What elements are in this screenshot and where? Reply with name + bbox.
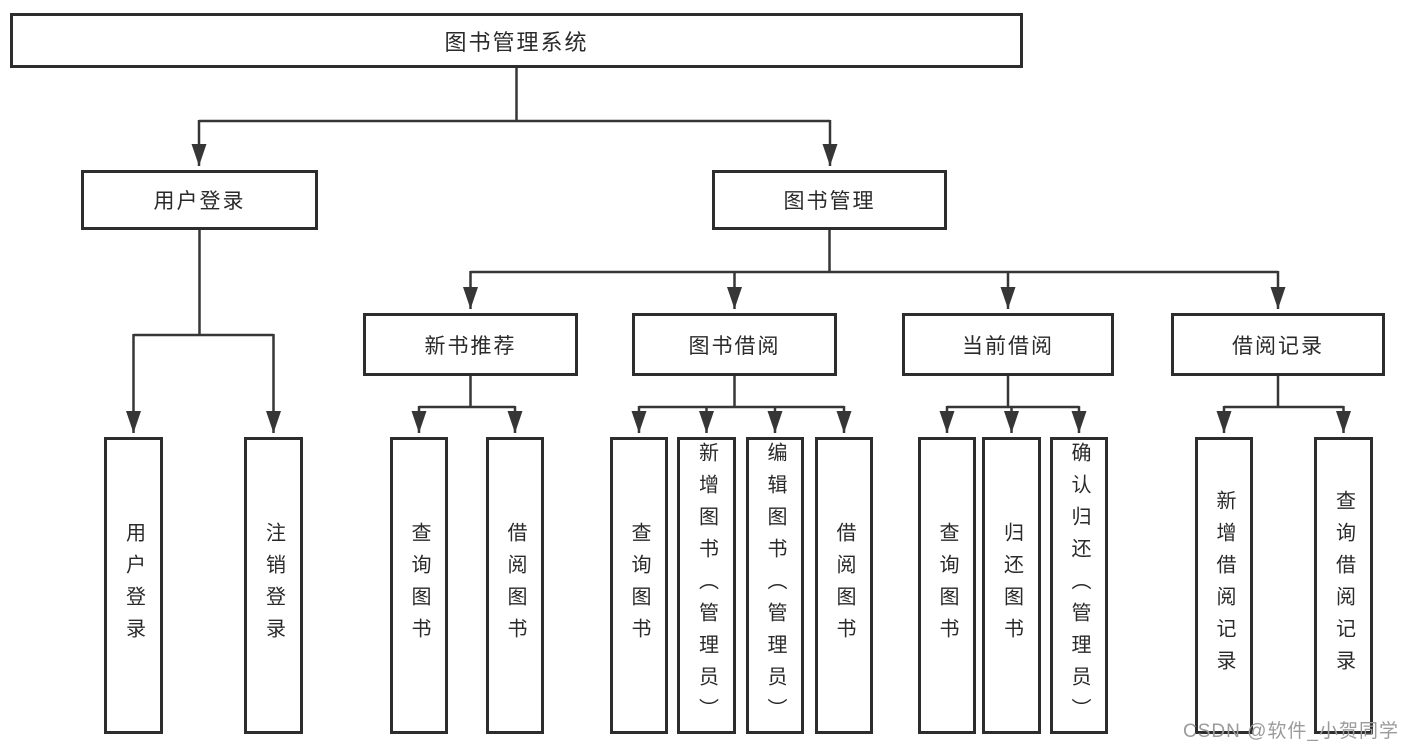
leaf-query-borrow-record: 查询借阅记录 bbox=[1314, 437, 1373, 734]
leaf-logout-login: 注销登录 bbox=[244, 437, 303, 734]
leaf-add-book-admin: 新增图书（管理员） bbox=[677, 437, 736, 734]
node-new-book-recommend: 新书推荐 bbox=[363, 313, 578, 376]
node-library-management-system: 图书管理系统 bbox=[10, 13, 1023, 68]
leaf-user-login: 用户登录 bbox=[104, 437, 163, 734]
node-book-borrow: 图书借阅 bbox=[632, 313, 837, 376]
leaf-confirm-return-admin: 确认归还（管理员） bbox=[1050, 437, 1108, 734]
leaf-return-book: 归还图书 bbox=[982, 437, 1041, 734]
leaf-borrow-book: 借阅图书 bbox=[815, 437, 873, 734]
node-label: 当前借阅 bbox=[962, 334, 1054, 358]
csdn-watermark: CSDN @软件_小贺同学 bbox=[1183, 721, 1399, 742]
leaf-label: 新增图书（管理员） bbox=[695, 441, 718, 730]
node-label: 借阅记录 bbox=[1232, 334, 1324, 358]
leaf-label: 编辑图书（管理员） bbox=[764, 441, 786, 730]
node-user-login: 用户登录 bbox=[81, 170, 318, 230]
node-borrow-record: 借阅记录 bbox=[1171, 313, 1385, 376]
node-label: 图书管理 bbox=[783, 190, 876, 213]
node-book-management: 图书管理 bbox=[712, 170, 947, 230]
leaf-label: 注销登录 bbox=[262, 521, 285, 650]
leaf-label: 查询图书 bbox=[628, 521, 650, 650]
leaf-query-book-current: 查询图书 bbox=[918, 437, 976, 734]
leaf-query-book-recommend: 查询图书 bbox=[390, 437, 448, 734]
leaf-label: 新增借阅记录 bbox=[1213, 489, 1235, 682]
leaf-label: 确认归还（管理员） bbox=[1068, 441, 1090, 730]
node-label: 新书推荐 bbox=[424, 334, 517, 358]
leaf-label: 查询借阅记录 bbox=[1332, 489, 1355, 682]
leaf-label: 归还图书 bbox=[1000, 521, 1023, 650]
leaf-add-borrow-record: 新增借阅记录 bbox=[1195, 437, 1253, 734]
leaf-query-book-borrow: 查询图书 bbox=[610, 437, 668, 734]
node-label: 图书管理系统 bbox=[444, 29, 589, 55]
leaf-edit-book-admin: 编辑图书（管理员） bbox=[746, 437, 804, 734]
leaf-label: 查询图书 bbox=[408, 521, 430, 650]
node-current-borrow: 当前借阅 bbox=[902, 313, 1114, 376]
node-label: 图书借阅 bbox=[688, 334, 781, 358]
leaf-label: 用户登录 bbox=[122, 521, 145, 650]
leaf-label: 借阅图书 bbox=[504, 521, 526, 650]
leaf-borrow-book-recommend: 借阅图书 bbox=[486, 437, 544, 734]
node-label: 用户登录 bbox=[153, 190, 246, 213]
leaf-label: 借阅图书 bbox=[833, 521, 855, 650]
leaf-label: 查询图书 bbox=[936, 521, 958, 650]
